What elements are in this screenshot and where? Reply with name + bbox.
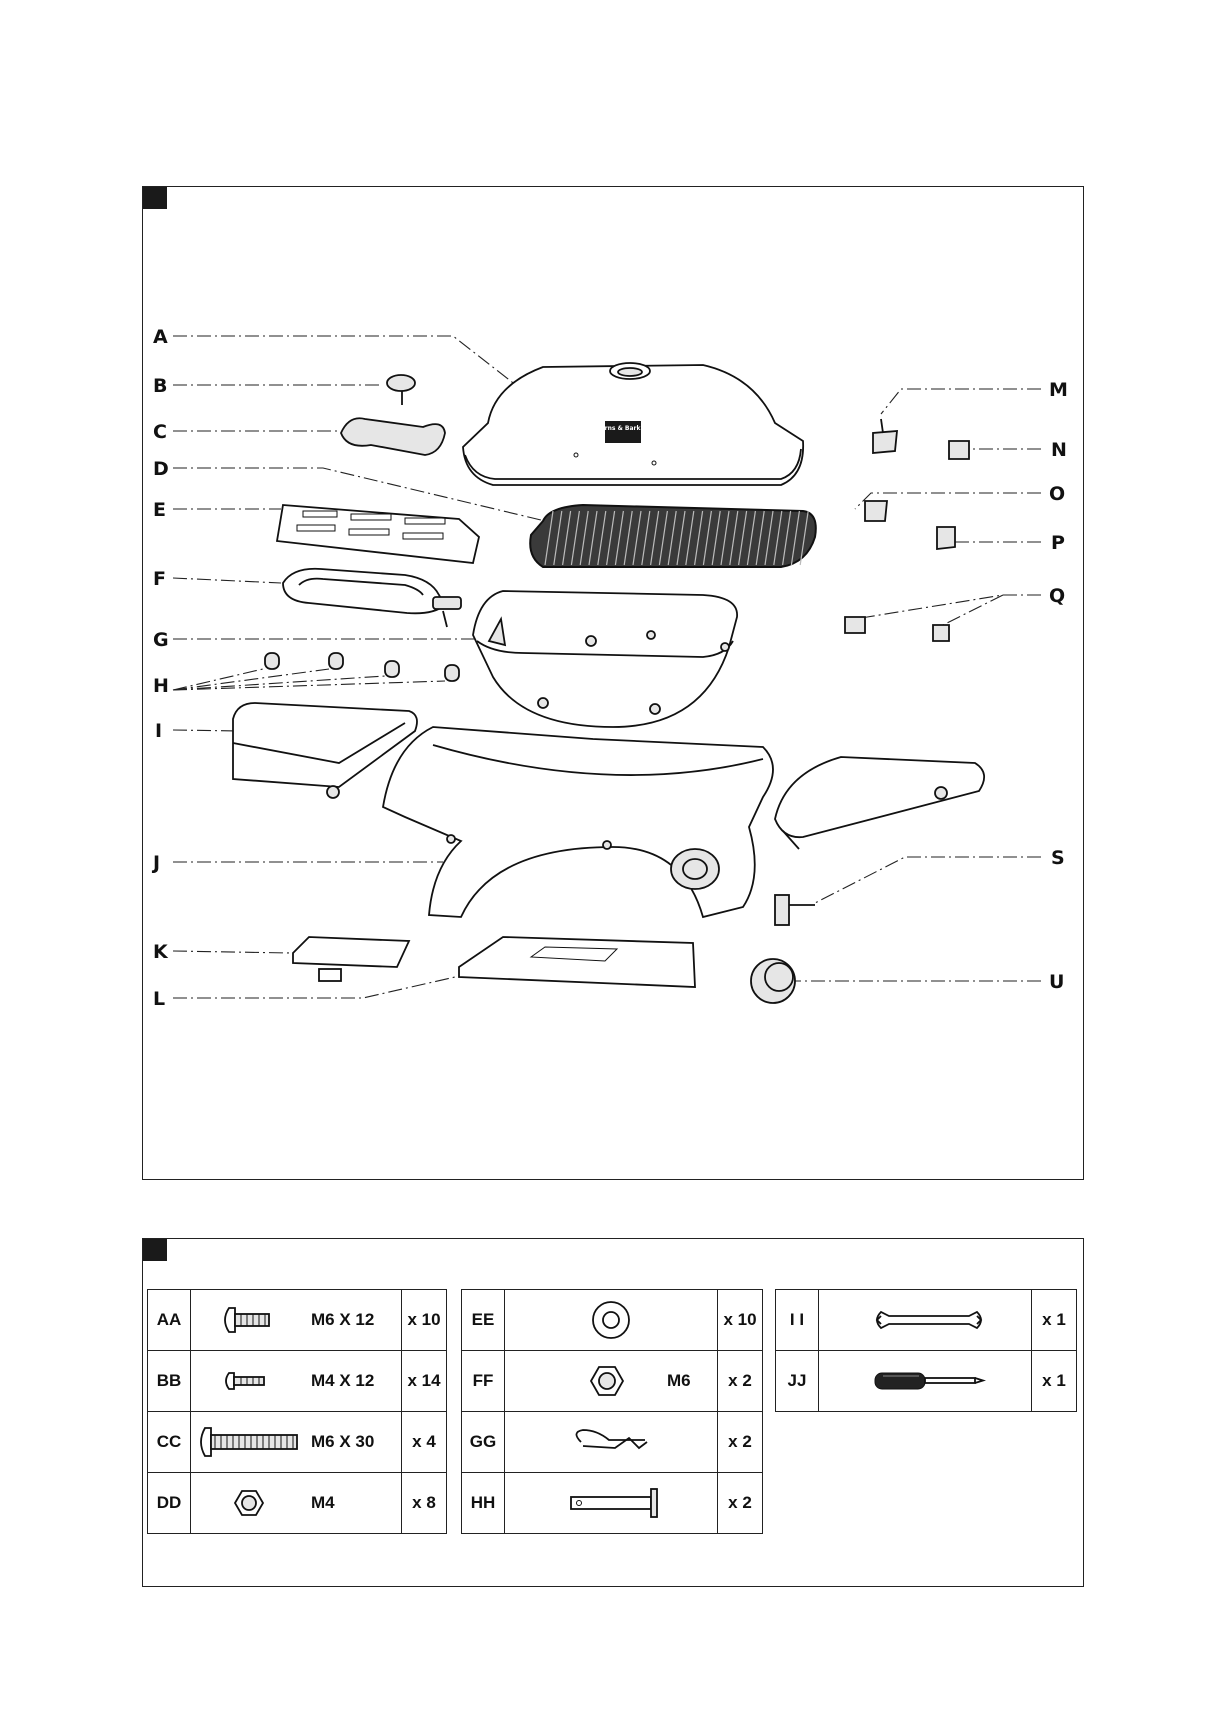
- r-clip-icon: [505, 1412, 717, 1472]
- label-E: E: [153, 499, 166, 521]
- label-H: H: [153, 675, 169, 697]
- part-E-heat-plate: [277, 505, 479, 563]
- screwdriver-icon: [819, 1351, 1031, 1411]
- panel-marker: [143, 1239, 167, 1261]
- size-label: M4 X 12: [311, 1371, 374, 1391]
- label-P: P: [1051, 532, 1065, 554]
- part-G-firebox: [473, 591, 737, 727]
- table-row: FF M6 x 2: [462, 1351, 763, 1412]
- part-code: JJ: [776, 1351, 819, 1412]
- quantity: x 14: [402, 1351, 447, 1412]
- label-O: O: [1049, 483, 1065, 505]
- part-S-valve: [775, 895, 815, 925]
- label-S: S: [1051, 847, 1065, 869]
- label-G: G: [153, 629, 169, 651]
- quantity: x 2: [718, 1412, 763, 1473]
- exploded-view-panel: A B C D E F G H I J K L M N O P Q S U: [142, 186, 1084, 1180]
- part-K-grease-tray: [293, 937, 409, 981]
- part-J-base: [383, 727, 773, 917]
- label-K: K: [153, 941, 169, 963]
- label-C: C: [153, 421, 167, 443]
- table-row: JJ x 1: [776, 1351, 1077, 1412]
- svg-text:Burns & Barkles: Burns & Barkles: [596, 425, 651, 432]
- table-row: HH x 2: [462, 1473, 763, 1534]
- hardware-panel: AA M6 X 12 x 10 BB M4 X 12: [142, 1238, 1084, 1587]
- part-L-cover: [459, 937, 695, 987]
- part-code: FF: [462, 1351, 505, 1412]
- part-code: DD: [148, 1473, 191, 1534]
- hardware-table-3: I I x 1 JJ x 1: [775, 1289, 1077, 1412]
- size-label: M4: [311, 1493, 335, 1513]
- part-B-thermometer: [387, 375, 415, 405]
- label-I: I: [155, 720, 162, 742]
- quantity: x 10: [718, 1290, 763, 1351]
- label-B: B: [153, 375, 167, 397]
- quantity: x 10: [402, 1290, 447, 1351]
- table-row: DD M4 x 8: [148, 1473, 447, 1534]
- part-code: BB: [148, 1351, 191, 1412]
- panel-marker: [143, 187, 167, 209]
- part-O-bracket: [865, 501, 887, 521]
- table-row: I I x 1: [776, 1290, 1077, 1351]
- table-row: CC M6 X 30 x 4: [148, 1412, 447, 1473]
- quantity: x 8: [402, 1473, 447, 1534]
- part-code: I I: [776, 1290, 819, 1351]
- table-row: EE x 10: [462, 1290, 763, 1351]
- hardware-table-1: AA M6 X 12 x 10 BB M4 X 12: [147, 1289, 447, 1534]
- part-R-right-table: [775, 757, 984, 849]
- part-code: AA: [148, 1290, 191, 1351]
- part-Q-brackets: [845, 617, 949, 641]
- quantity: x 2: [718, 1473, 763, 1534]
- label-L: L: [153, 988, 165, 1010]
- part-N-bracket: [949, 441, 969, 459]
- hardware-table-2: EE x 10 FF M6 x 2 GG: [461, 1289, 763, 1534]
- label-F: F: [153, 568, 166, 590]
- part-U-knob: [751, 959, 795, 1003]
- label-M: M: [1049, 379, 1068, 401]
- label-Q: Q: [1049, 585, 1065, 607]
- table-row: AA M6 X 12 x 10: [148, 1290, 447, 1351]
- label-D: D: [153, 458, 169, 480]
- label-N: N: [1051, 439, 1067, 461]
- part-H-feet: [265, 653, 459, 681]
- part-P-bracket: [937, 527, 955, 549]
- part-code: EE: [462, 1290, 505, 1351]
- quantity: x 1: [1032, 1290, 1077, 1351]
- part-M-bracket: [873, 419, 897, 453]
- quantity: x 4: [402, 1412, 447, 1473]
- part-D-grate: [530, 505, 816, 567]
- size-label: M6: [667, 1371, 691, 1391]
- exploded-diagram: A B C D E F G H I J K L M N O P Q S U: [143, 187, 1085, 1181]
- table-row: BB M4 X 12 x 14: [148, 1351, 447, 1412]
- quantity: x 2: [718, 1351, 763, 1412]
- part-A-lid: Burns & Barkles: [463, 363, 803, 485]
- part-code: GG: [462, 1412, 505, 1473]
- pin-icon: [505, 1473, 717, 1533]
- part-C-handle: [341, 418, 445, 455]
- label-J: J: [151, 852, 160, 874]
- part-code: HH: [462, 1473, 505, 1534]
- size-label: M6 X 30: [311, 1432, 374, 1452]
- part-code: CC: [148, 1412, 191, 1473]
- size-label: M6 X 12: [311, 1310, 374, 1330]
- label-A: A: [153, 326, 168, 348]
- wrench-icon: [819, 1290, 1031, 1350]
- washer-icon: [505, 1290, 717, 1350]
- hex-nut-icon: [191, 1473, 401, 1533]
- label-U: U: [1049, 971, 1064, 993]
- quantity: x 1: [1032, 1351, 1077, 1412]
- table-row: GG x 2: [462, 1412, 763, 1473]
- part-F-burner: [283, 569, 461, 627]
